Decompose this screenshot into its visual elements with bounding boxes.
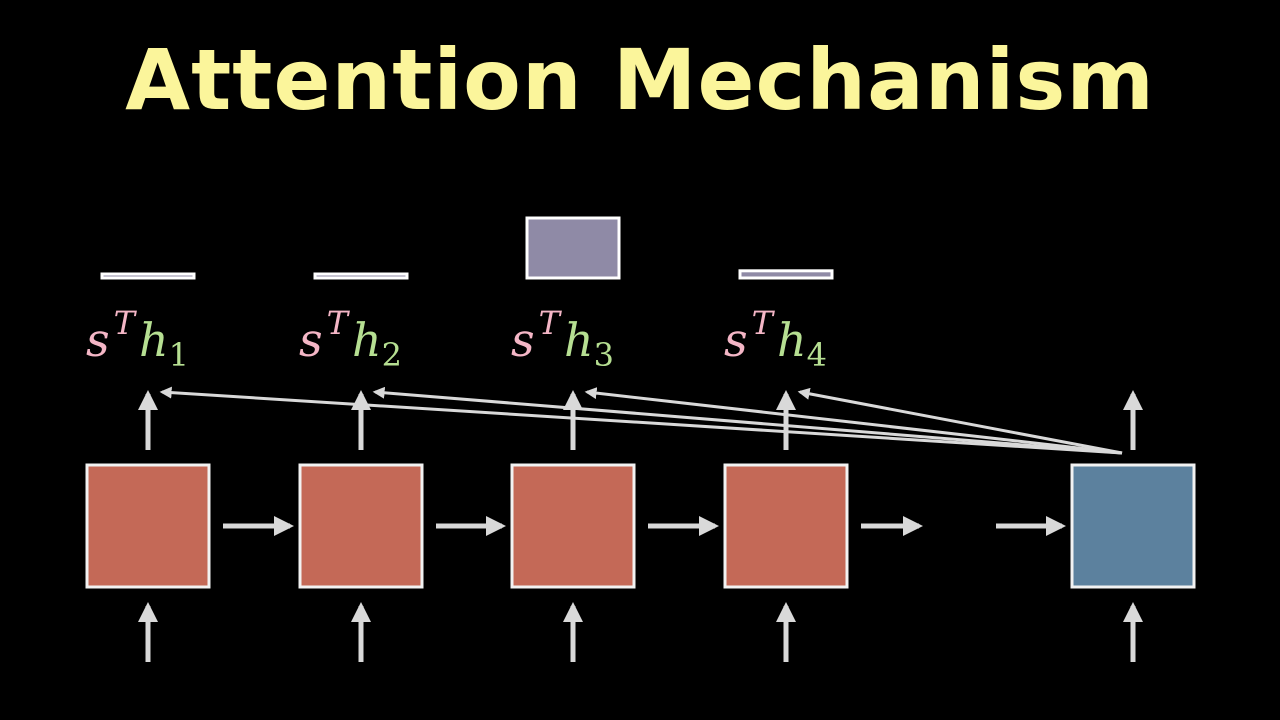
score-transpose-symbol: T [114,304,138,342]
attention-score-bar-3 [525,216,621,280]
score-h-symbol: h [564,313,594,367]
score-s-symbol: s [511,313,535,367]
encoder-cell-4 [723,463,849,589]
attention-score-bar-1 [100,272,196,280]
attention-connection-1 [159,386,1123,455]
score-s-symbol: s [724,313,748,367]
score-transpose-symbol: T [327,304,351,342]
attention-connection-4 [797,387,1123,455]
attention-score-bar-2 [313,272,409,280]
encoder-cell-1 [85,463,211,589]
score-transpose-symbol: T [539,304,563,342]
score-h-index: 3 [594,336,614,374]
encoder-cell-2 [298,463,424,589]
score-s-symbol: s [299,313,323,367]
score-h-index: 4 [807,336,827,374]
attention-score-bar-4 [738,269,834,280]
attention-connection-2 [372,386,1123,455]
score-s-symbol: s [86,313,110,367]
diagram-title: Attention Mechanism [125,31,1155,129]
score-h-symbol: h [352,313,382,367]
decoder-cell [1070,463,1196,589]
score-h-symbol: h [139,313,169,367]
score-h-index: 1 [169,336,189,374]
score-h-symbol: h [777,313,807,367]
encoder-cell-3 [510,463,636,589]
score-transpose-symbol: T [752,304,776,342]
score-h-index: 2 [382,336,402,374]
attention-connection-3 [584,387,1123,455]
